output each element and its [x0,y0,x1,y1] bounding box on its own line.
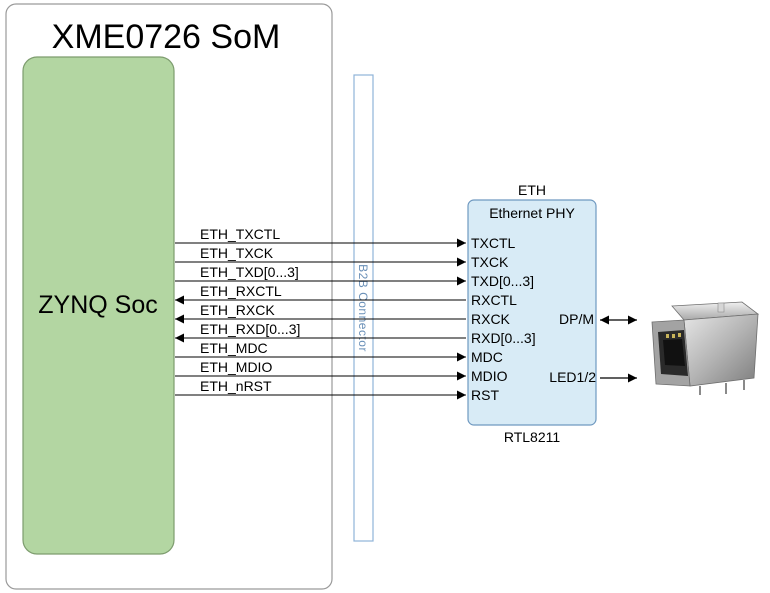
phy-pin-dp-m: DP/M [559,311,594,327]
phy-title: Ethernet PHY [489,205,575,221]
phy-pin-label: TXD[0...3] [471,273,534,289]
net-label: ETH_TXCK [200,245,274,261]
net-label: ETH_TXD[0...3] [200,264,299,280]
phy-pin-label: MDIO [471,368,508,384]
phy-pin-label: RXCK [471,311,511,327]
b2b-connector-label: B2B Connector [356,264,370,352]
net-label: ETH_RXCTL [200,283,282,299]
phy-chip-label: RTL8211 [504,429,561,445]
soc-label: ZYNQ Soc [38,291,157,319]
phy-pin-label: RST [471,387,499,403]
signal-lines: ETH_TXCTL TXCTL ETH_TXCK TXCK ETH_TXD[0...3]… [175,226,536,403]
net-label: ETH_RXD[0...3] [200,321,300,337]
net-label: ETH_MDC [200,340,268,356]
net-label: ETH_MDIO [200,359,272,375]
phy-pin-label: RXD[0...3] [471,330,536,346]
net-label: ETH_RXCK [200,302,275,318]
ethernet-phy-block [467,199,597,426]
soc-block [22,56,175,555]
som-title: XME0726 SoM [52,18,281,56]
phy-pin-label: MDC [471,349,503,365]
phy-pin-label: RXCTL [471,292,517,308]
phy-pin-label: TXCK [471,254,509,270]
rj45-jack-icon [651,301,760,395]
phy-pin-label: TXCTL [471,235,516,251]
net-label: ETH_TXCTL [200,226,280,242]
phy-top-label: ETH [518,182,546,198]
b2b-connector [353,74,374,542]
phy-pin-led: LED1/2 [549,369,596,385]
net-label: ETH_nRST [200,378,272,394]
